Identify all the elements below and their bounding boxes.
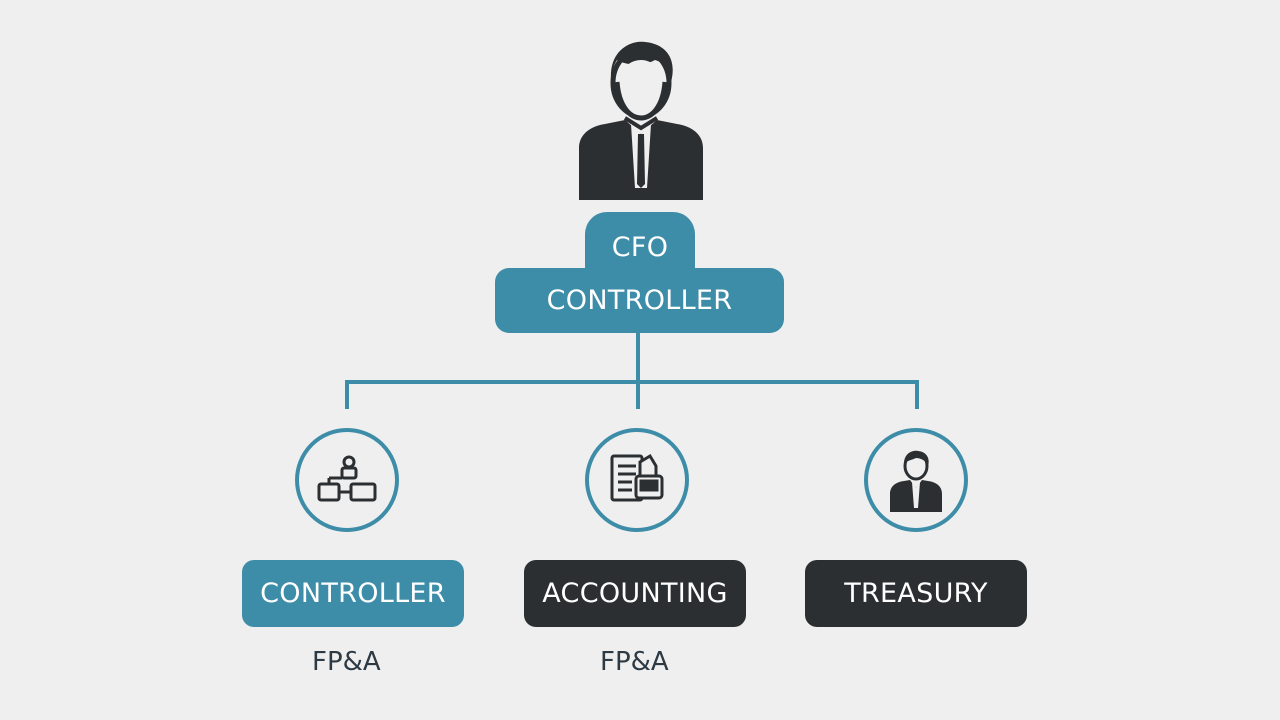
dept-box-accounting: ACCOUNTING	[524, 560, 746, 627]
dept-circle-accounting	[585, 428, 689, 532]
dept-label-controller: CONTROLLER	[260, 578, 446, 609]
dept-circle-treasury	[864, 428, 968, 532]
accounting-documents-icon	[610, 453, 664, 502]
main-controller-box: CONTROLLER	[495, 268, 784, 333]
treasury-person-icon	[890, 450, 942, 512]
cfo-label: CFO	[611, 232, 669, 263]
dept-label-accounting: ACCOUNTING	[542, 578, 728, 609]
dept-circle-controller	[295, 428, 399, 532]
org-structure-icon	[317, 455, 377, 502]
main-controller-label: CONTROLLER	[546, 285, 733, 316]
dept-box-controller: CONTROLLER	[242, 560, 464, 627]
dept-label-treasury: TREASURY	[844, 578, 988, 609]
dept-sublabel-accounting: FP&A	[600, 647, 669, 677]
dept-box-treasury: TREASURY	[805, 560, 1027, 627]
executive-person-icon	[579, 41, 703, 200]
dept-sublabel-controller: FP&A	[312, 647, 381, 677]
